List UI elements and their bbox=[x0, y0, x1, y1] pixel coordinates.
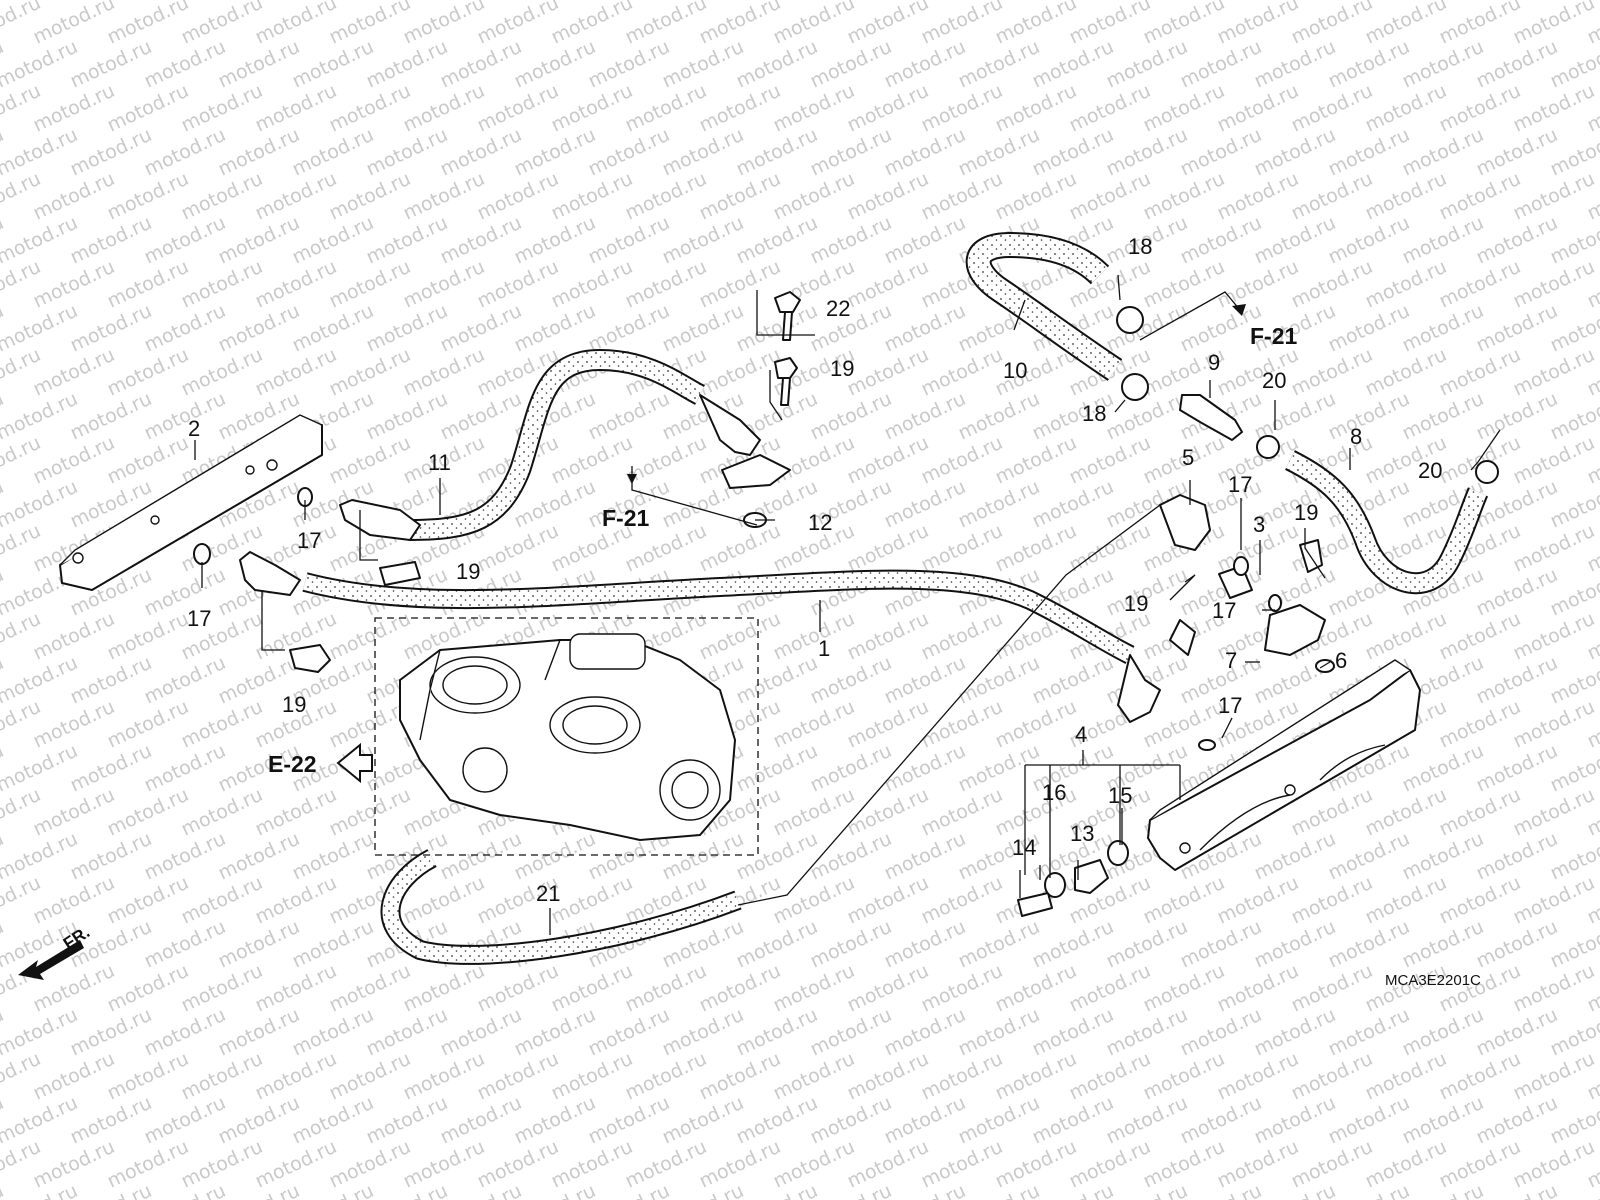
callout-19-c: 19 bbox=[282, 692, 306, 717]
clamps bbox=[1116, 306, 1499, 484]
ref-f21-lower: F-21 bbox=[602, 505, 650, 531]
callout-16: 16 bbox=[1042, 780, 1066, 805]
callout-17-e: 17 bbox=[1218, 693, 1242, 718]
callout-5: 5 bbox=[1182, 445, 1194, 470]
fuel-rail-2 bbox=[59, 414, 323, 591]
hose-21 bbox=[380, 849, 742, 965]
callout-17-a: 17 bbox=[297, 528, 321, 553]
callout-19-e: 19 bbox=[1294, 500, 1318, 525]
callout-19-d: 19 bbox=[1124, 591, 1148, 616]
ref-e22: E-22 bbox=[268, 751, 317, 777]
callout-12: 12 bbox=[808, 510, 832, 535]
hose-8 bbox=[1285, 450, 1489, 595]
hose-10 bbox=[965, 231, 1123, 381]
callout-11: 11 bbox=[428, 450, 451, 475]
callout-2: 2 bbox=[188, 416, 200, 441]
callout-18-a: 18 bbox=[1128, 234, 1152, 259]
reference-arrows bbox=[18, 304, 1246, 980]
callout-4: 4 bbox=[1075, 722, 1087, 747]
throttle-body bbox=[374, 617, 759, 856]
part-callouts: 1 2 3 4 5 6 7 8 9 10 11 12 13 14 15 16 1… bbox=[187, 234, 1442, 906]
callout-9: 9 bbox=[1208, 350, 1220, 375]
callout-20-b: 20 bbox=[1418, 458, 1442, 483]
callout-17-c: 17 bbox=[1228, 472, 1252, 497]
diagram-code: MCA3E2201C bbox=[1385, 972, 1481, 989]
callout-19-b: 19 bbox=[456, 559, 480, 584]
callout-22: 22 bbox=[826, 296, 850, 321]
callout-8: 8 bbox=[1350, 424, 1362, 449]
hose-11 bbox=[409, 348, 706, 541]
callout-18-b: 18 bbox=[1082, 401, 1106, 426]
callout-13: 13 bbox=[1070, 821, 1094, 846]
callout-1: 1 bbox=[818, 636, 830, 661]
callout-3: 3 bbox=[1253, 512, 1265, 537]
callout-17-d: 17 bbox=[1212, 598, 1236, 623]
callout-6: 6 bbox=[1335, 648, 1347, 673]
callout-10: 10 bbox=[1003, 358, 1027, 383]
ref-f21-upper: F-21 bbox=[1250, 323, 1298, 349]
callout-15: 15 bbox=[1108, 783, 1132, 808]
hose-fittings bbox=[239, 394, 1326, 723]
leader-lines bbox=[194, 274, 1501, 935]
fuel-rail-4 bbox=[1147, 659, 1421, 871]
watermark-text: motod.ru bbox=[0, 1180, 7, 1200]
callout-7: 7 bbox=[1225, 648, 1237, 673]
callout-19-a: 19 bbox=[830, 356, 854, 381]
section-references: F-21 F-21 E-22 bbox=[268, 323, 1298, 777]
hose-1 bbox=[302, 569, 1135, 664]
callout-20-a: 20 bbox=[1262, 368, 1286, 393]
callout-21: 21 bbox=[536, 881, 560, 906]
callout-17-b: 17 bbox=[187, 606, 211, 631]
callout-14: 14 bbox=[1012, 835, 1036, 860]
